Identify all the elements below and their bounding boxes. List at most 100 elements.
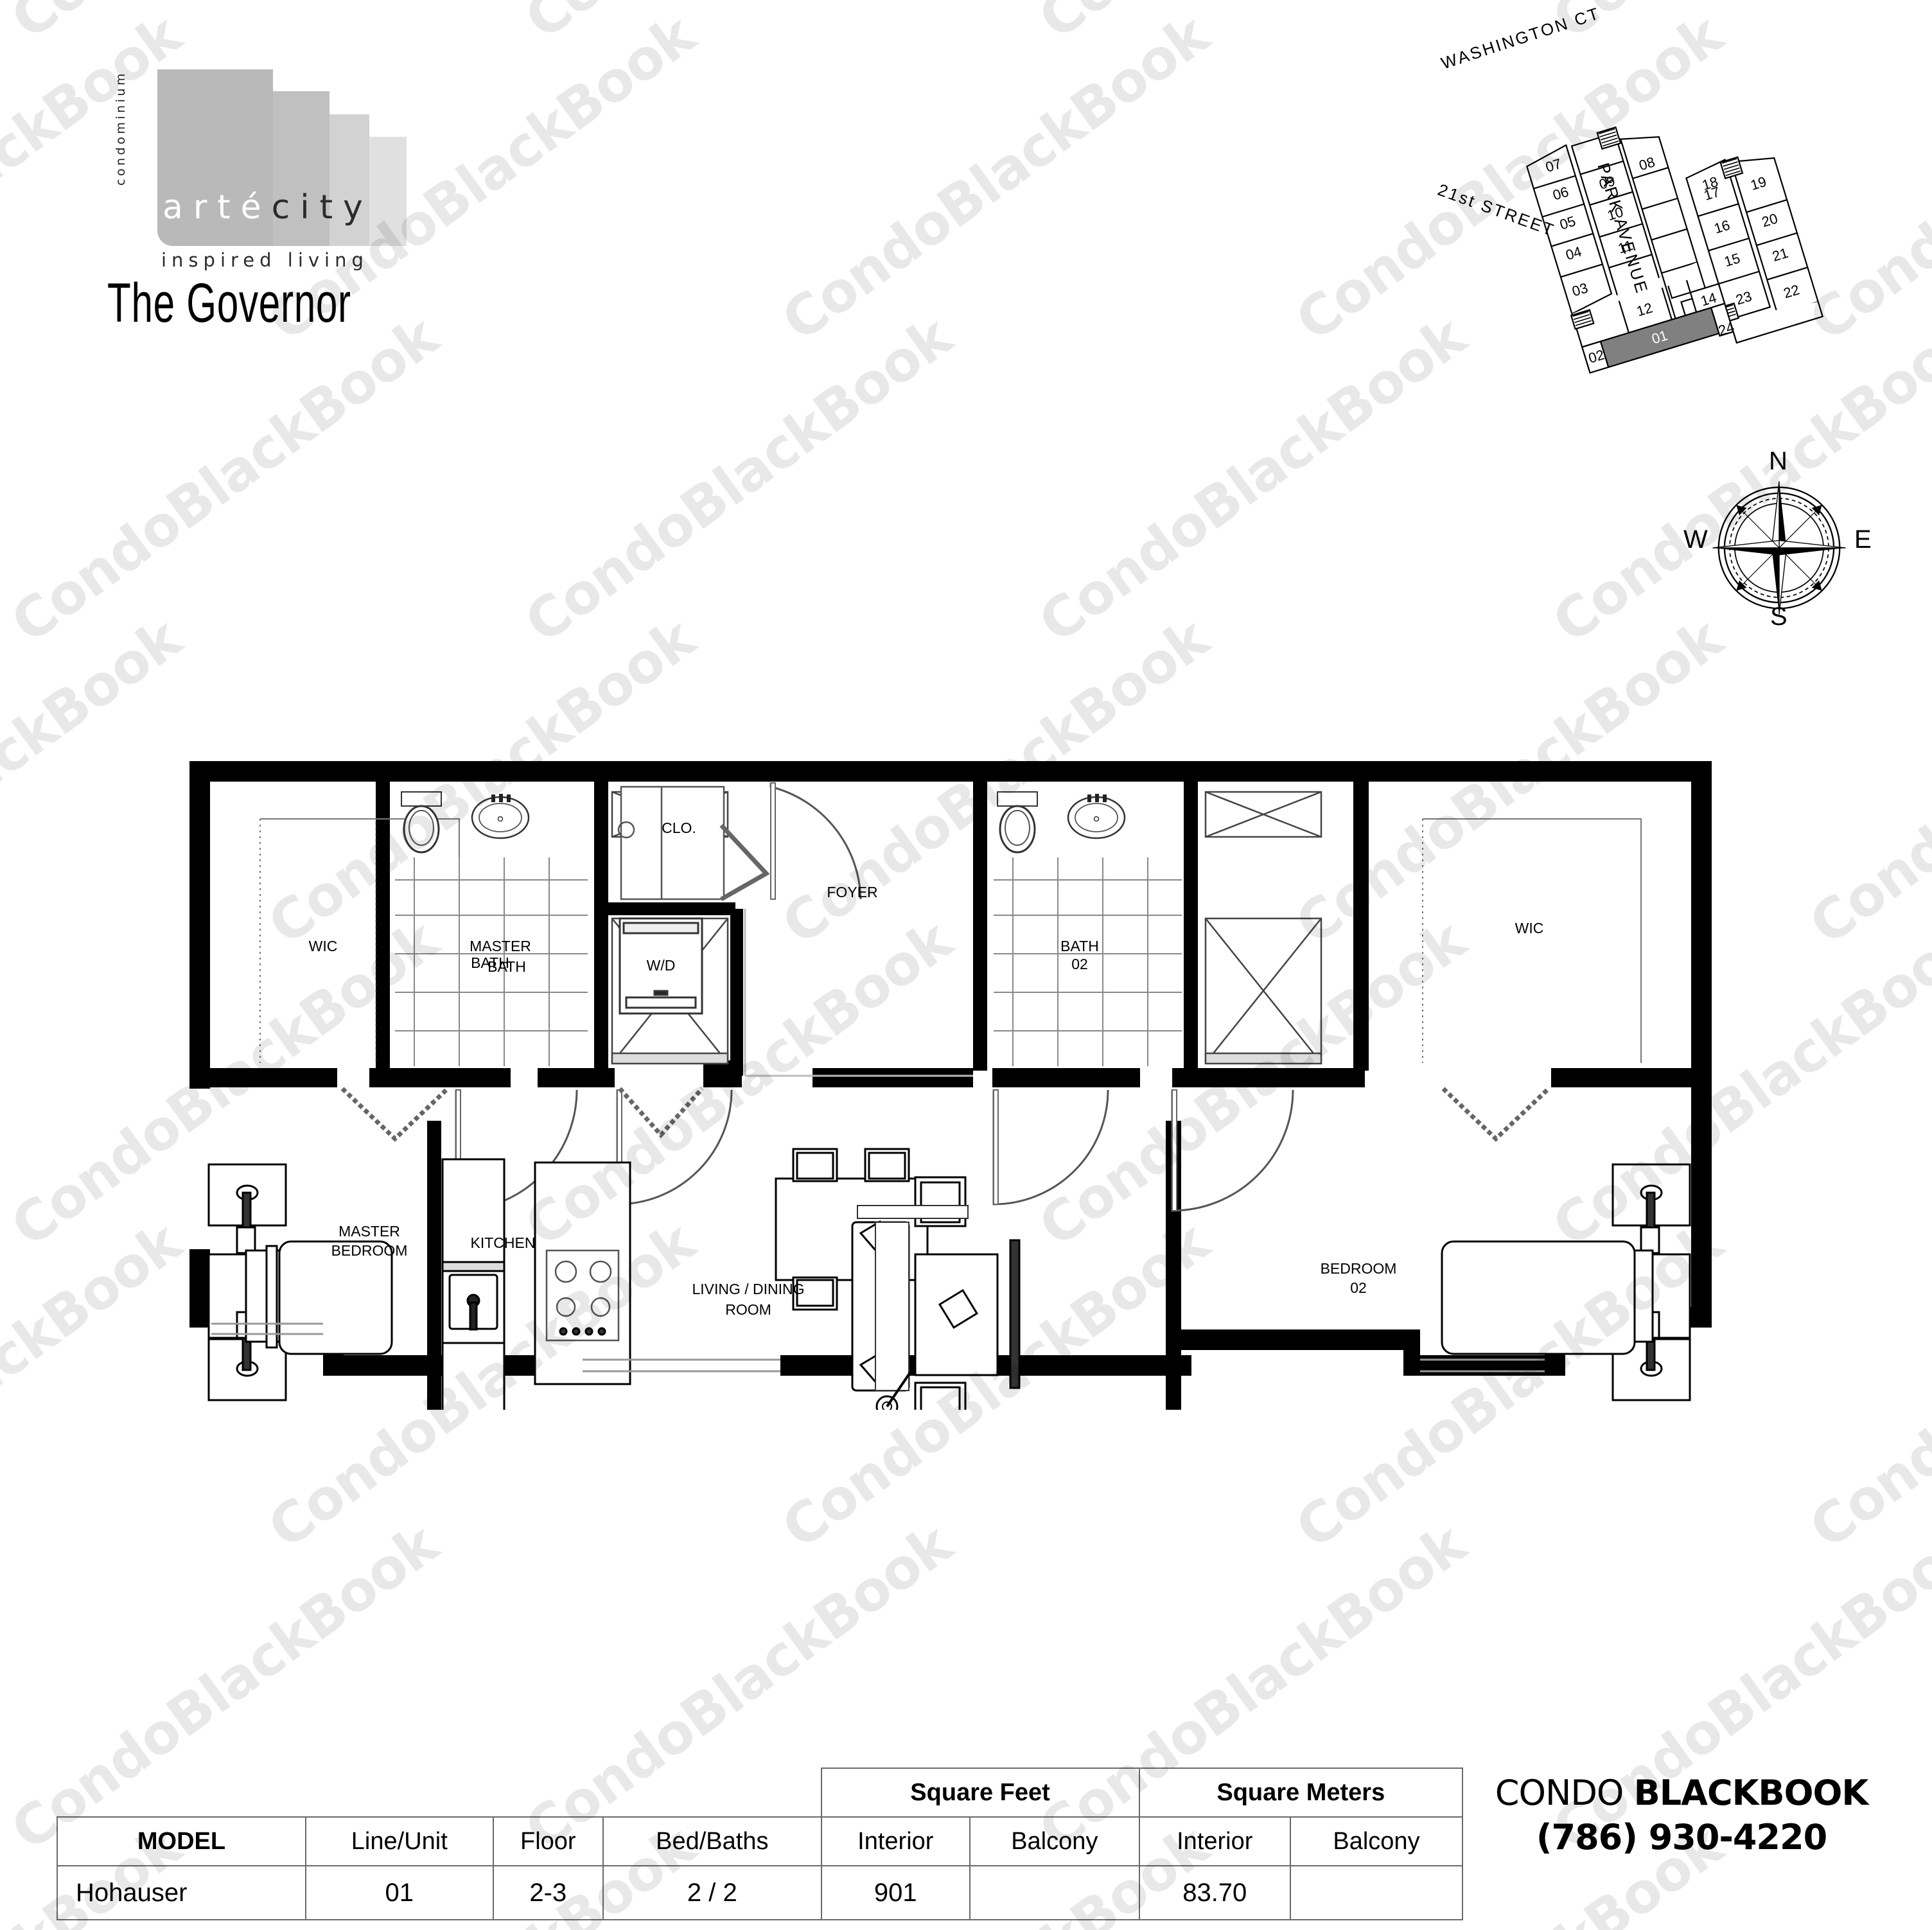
column-header-line-unit: Line/Unit	[305, 1816, 494, 1866]
compass-label-east: E	[1854, 525, 1872, 554]
room-label-foyer: FOYER	[827, 884, 877, 900]
cell-sf-balcony	[969, 1865, 1140, 1920]
toilet-master-bath	[400, 791, 443, 854]
cell-line-unit: 01	[305, 1865, 494, 1920]
column-header-bed-baths: Bed/Baths	[602, 1816, 822, 1866]
cell-sm-balcony	[1289, 1865, 1464, 1920]
compass-rose: N S W E	[1683, 447, 1872, 642]
table-header-row: MODEL Line/Unit Floor Bed/Baths Interior…	[56, 1816, 1464, 1866]
kitchen-counters	[441, 1158, 505, 1410]
room-label-living-dining-line2: ROOM	[725, 1301, 771, 1318]
room-label-bath-02: BATH	[1060, 938, 1099, 954]
room-label-master-bath-line2: BATH	[471, 954, 509, 971]
room-label-bedroom-02-line2: 02	[1350, 1279, 1367, 1296]
room-label-wic-left: WIC	[309, 938, 338, 954]
page-title: The Governor	[107, 272, 351, 334]
watermark-text: CondoBlackBook	[0, 304, 450, 656]
room-label-bedroom-02-line1: BEDROOM	[1321, 1260, 1397, 1277]
shower-right	[1204, 791, 1322, 1065]
spacer-line-unit	[306, 1768, 493, 1817]
watermark-text: CondoBlackBook	[1798, 606, 1932, 958]
watermark-text: CondoBlackBook	[514, 0, 963, 52]
bedroom-02-bed	[1441, 1163, 1691, 1401]
watermark-text: CondoBlackBook	[514, 304, 963, 656]
floor-plan-room-labels: WIC MASTER BATH BATH CLO. W/D FOYER BATH…	[309, 820, 1544, 1318]
unit-spec-table: Square Feet Square Meters MODEL Line/Uni…	[56, 1768, 1464, 1920]
spacer-floor	[493, 1768, 603, 1817]
site-key-plan: 03 04 05 06 07 08 09 10 11 12 02 01 14 2…	[1436, 3, 1837, 421]
logo-condominium-text: condominium	[114, 71, 128, 186]
logo-tagline: inspired living	[161, 249, 369, 271]
logo-square-3-base	[329, 172, 369, 246]
wic-right-shelf	[1423, 818, 1642, 1063]
watermark-text: CondoBlackBook	[1028, 304, 1477, 656]
room-label-master-bath-line1: MASTER	[470, 938, 531, 954]
watermark-text: CondoBlackBook	[1541, 0, 1932, 52]
bath-02-tile	[994, 857, 1182, 1066]
closet-clo	[617, 785, 725, 900]
logo-brand-word: artécity	[162, 188, 373, 227]
logo-square-4-base	[369, 172, 407, 246]
wic-left-shelf	[260, 818, 460, 1063]
kitchen-island	[534, 1161, 631, 1385]
cell-sm-interior: 83.70	[1138, 1865, 1291, 1920]
floor-plan-windows	[211, 1322, 1545, 1373]
compass-label-west: W	[1683, 525, 1708, 554]
floor-plan: WIC MASTER BATH BATH CLO. W/D FOYER BATH…	[183, 761, 1718, 1410]
room-label-wic-right: WIC	[1515, 920, 1544, 936]
logo-brand-arte: arté	[162, 188, 272, 227]
watermark-text: CondoBlackBook	[0, 0, 450, 52]
floor-plan-walls	[189, 761, 1712, 1410]
brand-phone: (786) 930-4220	[1536, 1817, 1827, 1857]
room-label-bath-02-number: 02	[1071, 956, 1088, 972]
group-header-square-feet: Square Feet	[820, 1768, 1140, 1818]
column-header-sm-interior: Interior	[1138, 1816, 1291, 1866]
floor-plan-interior-lines	[259, 785, 1642, 1077]
master-bath-tile	[395, 857, 588, 1066]
key-plan-svg: 03 04 05 06 07 08 09 10 11 12 02 01 14 2…	[1525, 126, 1824, 374]
cell-floor: 2-3	[492, 1865, 604, 1920]
column-header-floor: Floor	[492, 1816, 604, 1866]
washer-dryer-unit	[619, 917, 703, 1015]
brand-name-condo: CONDO	[1495, 1773, 1634, 1813]
condoblackbook-brand: CONDO BLACKBOOK (786) 930-4220	[1457, 1773, 1906, 1857]
column-header-sf-interior: Interior	[820, 1816, 971, 1866]
room-label-kitchen: KITCHEN	[471, 1234, 536, 1251]
logo-brand-city: city	[271, 188, 373, 227]
spacer-model	[57, 1768, 306, 1817]
floor-plan-svg: WIC MASTER BATH BATH CLO. W/D FOYER BATH…	[189, 761, 1712, 1410]
living-furniture	[851, 1176, 1021, 1410]
watermark-text: CondoBlackBook	[771, 3, 1220, 354]
cell-sf-interior: 901	[820, 1865, 971, 1920]
artecity-logo: condominium artécity inspired living The…	[106, 50, 466, 334]
room-label-washer-dryer: W/D	[647, 957, 676, 974]
cell-model: Hohauser	[56, 1865, 307, 1920]
room-label-master-bedroom-line1: MASTER	[338, 1223, 400, 1240]
sink-master-bath	[471, 793, 530, 839]
sink-bath-02	[1067, 793, 1126, 839]
table-group-header-row: Square Feet Square Meters	[57, 1768, 1464, 1818]
toilet-bath-02	[996, 791, 1039, 854]
compass-label-north: N	[1769, 447, 1787, 475]
logo-square-2-base	[273, 172, 329, 246]
compass-rose-icon	[1712, 481, 1846, 615]
group-header-square-meters: Square Meters	[1138, 1768, 1464, 1818]
brand-name-blackbook: BLACKBOOK	[1633, 1773, 1869, 1813]
key-plan-west-wing	[1525, 126, 1712, 348]
watermark-text: CondoBlackBook	[1798, 1210, 1932, 1561]
cell-bed-baths: 2 / 2	[602, 1865, 822, 1920]
room-label-master-bedroom-line2: BEDROOM	[331, 1242, 408, 1259]
watermark-text: CondoBlackBook	[0, 1210, 193, 1561]
watermark-text: CondoBlackBook	[0, 606, 193, 958]
column-header-sf-balcony: Balcony	[969, 1816, 1140, 1866]
room-label-living-dining-line1: LIVING / DINING	[692, 1281, 804, 1297]
table-row: Hohauser 01 2-3 2 / 2 901 83.70	[56, 1865, 1464, 1920]
spacer-bed-baths	[603, 1768, 821, 1817]
watermark-text: CondoBlackBook	[1028, 0, 1477, 52]
column-header-model: MODEL	[56, 1816, 307, 1866]
room-label-master-bath-line3: BATH	[487, 958, 526, 975]
floor-plan-furniture	[207, 1148, 1691, 1410]
key-plan-east-wing	[1685, 156, 1824, 344]
room-label-closet: CLO.	[662, 820, 696, 836]
brand-name: CONDO BLACKBOOK	[1457, 1773, 1906, 1813]
